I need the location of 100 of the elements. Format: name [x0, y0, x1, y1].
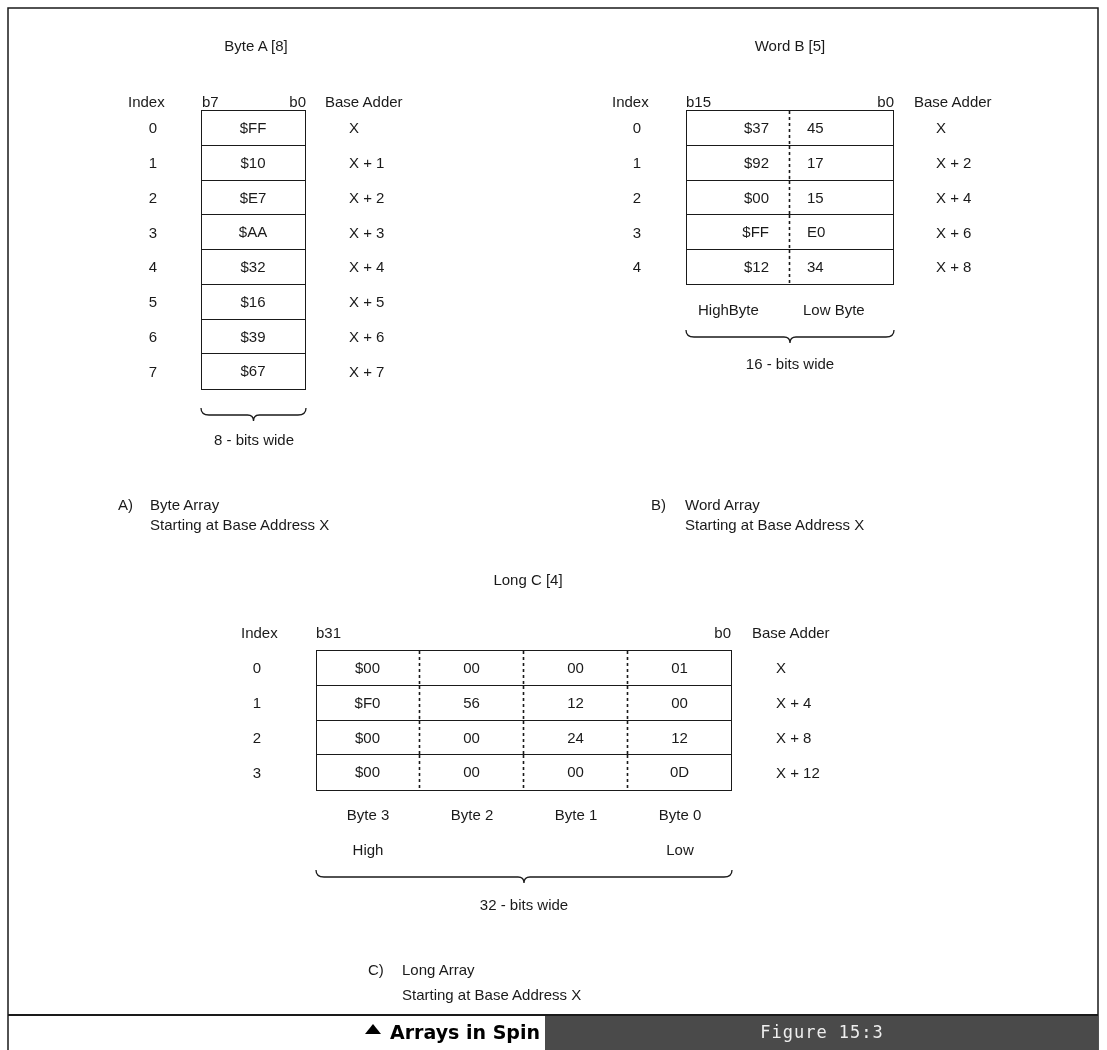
panel-description: Starting at Base Address X: [685, 516, 865, 534]
array-row: [686, 249, 894, 286]
cell-value: 56: [463, 694, 480, 712]
column-header: Index: [241, 624, 278, 642]
array-row: [201, 179, 306, 216]
cell-value: $F0: [354, 694, 381, 712]
width-label: 16 - bits wide: [745, 355, 835, 373]
cell-value: $00: [743, 189, 769, 207]
width-label: 8 - bits wide: [214, 431, 294, 449]
array-row: [316, 650, 732, 687]
index-number: 3: [148, 224, 158, 242]
cell-value: $92: [743, 154, 769, 172]
byte-label: Low Byte: [803, 301, 865, 319]
cell-value: 17: [807, 154, 824, 172]
cell-value: $00: [355, 763, 380, 781]
address-label: X + 7: [349, 363, 385, 381]
bit-label: b7: [202, 93, 219, 111]
cell-value: 0D: [669, 763, 690, 781]
cell-value: 00: [671, 694, 688, 712]
cell-value: $AA: [238, 223, 268, 241]
cell-value: $39: [240, 328, 266, 346]
array-row: [201, 353, 306, 390]
cell-value: 15: [807, 189, 824, 207]
array-title: Word B [5]: [754, 37, 826, 55]
address-label: X + 4: [776, 694, 812, 712]
address-label: X + 6: [936, 224, 972, 242]
array-row: [201, 249, 306, 286]
panel-letter: B): [651, 496, 666, 514]
array-row: [686, 110, 894, 147]
bit-label: b0: [714, 624, 731, 642]
cell-value: $37: [743, 119, 769, 137]
panel-letter: A): [118, 496, 133, 514]
byte-label: Byte 1: [554, 806, 598, 824]
array-row: [201, 110, 306, 147]
byte-label: Byte 2: [450, 806, 494, 824]
index-number: 2: [148, 189, 158, 207]
array-row: [201, 318, 306, 355]
address-label: X + 6: [349, 328, 385, 346]
byte-label: HighByte: [698, 301, 759, 319]
array-title: Long C [4]: [493, 571, 563, 589]
cell-value: 00: [463, 729, 480, 747]
cell-value: 00: [567, 659, 584, 677]
cell-value: 45: [807, 119, 824, 137]
index-number: 6: [148, 328, 158, 346]
cell-value: 00: [463, 659, 480, 677]
cell-value: 12: [567, 694, 584, 712]
panel-title: Word Array: [685, 496, 760, 514]
array-row: [316, 719, 732, 756]
panel-description: Starting at Base Address X: [150, 516, 330, 534]
index-number: 7: [148, 363, 158, 381]
bit-label: b0: [289, 93, 306, 111]
column-header: Base Adder: [752, 624, 830, 642]
cell-value: $00: [355, 659, 380, 677]
cell-value: $FF: [239, 119, 267, 137]
array-title: Byte A [8]: [224, 37, 288, 55]
figure-number: Figure 15:3: [760, 1023, 884, 1043]
index-number: 1: [148, 154, 158, 172]
cell-value: 34: [807, 258, 824, 276]
cell-value: 01: [671, 659, 688, 677]
index-number: 4: [148, 258, 158, 276]
bit-label: b0: [877, 93, 894, 111]
cell-value: $10: [240, 154, 266, 172]
array-row: [686, 214, 894, 251]
cell-value: $FF: [742, 223, 769, 241]
cell-value: 00: [567, 763, 584, 781]
address-label: X: [936, 119, 946, 137]
index-number: 2: [632, 189, 642, 207]
address-label: X + 8: [936, 258, 972, 276]
cell-value: E0: [807, 223, 826, 241]
bit-label: b15: [686, 93, 712, 111]
index-number: 3: [252, 764, 262, 782]
index-number: 4: [632, 258, 642, 276]
figure-caption: Arrays in Spin: [390, 1022, 540, 1044]
address-label: X + 5: [349, 293, 385, 311]
address-label: X + 2: [349, 189, 385, 207]
array-row: [686, 179, 894, 216]
cell-value: $00: [355, 729, 380, 747]
address-label: X + 1: [349, 154, 385, 172]
address-label: X + 8: [776, 729, 812, 747]
cell-value: $32: [240, 258, 266, 276]
cell-value: $E7: [239, 189, 267, 207]
index-number: 3: [632, 224, 642, 242]
byte-label: Byte 0: [658, 806, 702, 824]
byte-label: Byte 3: [346, 806, 390, 824]
array-row: [316, 754, 732, 791]
index-number: 0: [252, 659, 262, 677]
byte-label: High: [352, 841, 384, 859]
index-number: 0: [632, 119, 642, 137]
cell-value: 00: [463, 763, 480, 781]
cell-value: $12: [743, 258, 769, 276]
panel-title: Byte Array: [150, 496, 220, 514]
column-header: Base Adder: [325, 93, 403, 111]
array-row: [201, 214, 306, 251]
address-label: X + 4: [349, 258, 385, 276]
index-number: 1: [252, 694, 262, 712]
address-label: X + 12: [776, 764, 820, 782]
panel-letter: C): [368, 961, 384, 979]
cell-value: $16: [240, 293, 266, 311]
index-number: 5: [148, 293, 158, 311]
address-label: X + 2: [936, 154, 972, 172]
